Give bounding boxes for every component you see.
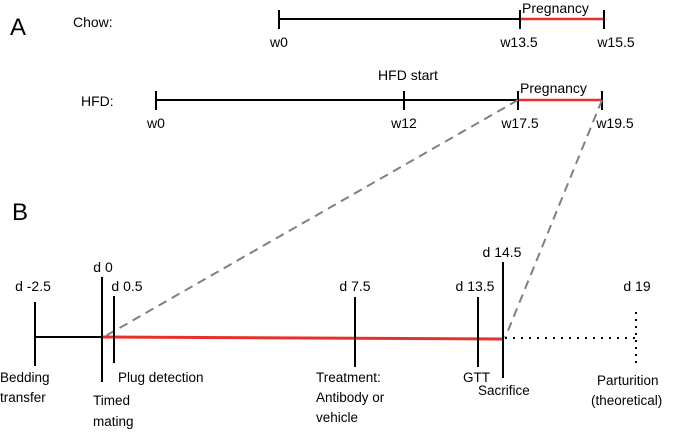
dashed-connector-left (101, 99, 519, 339)
hfd-pregnancy-label: Pregnancy (520, 80, 587, 96)
event-treatment-line3: vehicle (316, 410, 358, 425)
day-label-d13-5: d 13.5 (456, 278, 495, 294)
event-treatment-line1: Treatment: (316, 370, 381, 385)
event-timed-mating-line2: mating (93, 414, 134, 429)
event-bedding-line2: transfer (0, 390, 46, 405)
hfd-week-w12: w12 (390, 115, 417, 131)
event-sacrifice: Sacrifice (478, 383, 530, 398)
day-label-d19: d 19 (623, 278, 650, 294)
chow-week-w15-5: w15.5 (596, 34, 635, 50)
event-plug-detection: Plug detection (118, 370, 204, 385)
hfd-week-w19-5: w19.5 (595, 115, 634, 131)
day-label-d-neg2-5: d -2.5 (15, 278, 51, 294)
chow-label: Chow: (73, 14, 113, 30)
event-timed-mating-line1: Timed (93, 393, 130, 408)
event-parturition-line1: Parturition (597, 373, 659, 388)
hfd-week-w17-5: w17.5 (500, 115, 539, 131)
dashed-connector-right (504, 99, 603, 339)
chow-week-w13-5: w13.5 (499, 34, 538, 50)
event-parturition-line2: (theoretical) (591, 393, 662, 408)
gestation-line (101, 335, 504, 341)
event-gtt: GTT (463, 370, 490, 385)
event-bedding-line1: Bedding (0, 370, 50, 385)
day-label-d0: d 0 (93, 259, 113, 275)
panel-a-label: A (10, 14, 26, 41)
panel-b-label: B (12, 199, 28, 226)
chow-pregnancy-label: Pregnancy (522, 0, 589, 16)
hfd-week-w0: w0 (146, 115, 165, 131)
chow-week-w0: w0 (269, 34, 288, 50)
hfd-label: HFD: (81, 93, 114, 109)
day-label-d7-5: d 7.5 (339, 278, 370, 294)
hfd-start-label: HFD start (378, 67, 438, 83)
event-treatment-line2: Antibody or (316, 390, 385, 405)
day-label-d14-5: d 14.5 (483, 244, 522, 260)
day-label-d0-5: d 0.5 (111, 278, 142, 294)
